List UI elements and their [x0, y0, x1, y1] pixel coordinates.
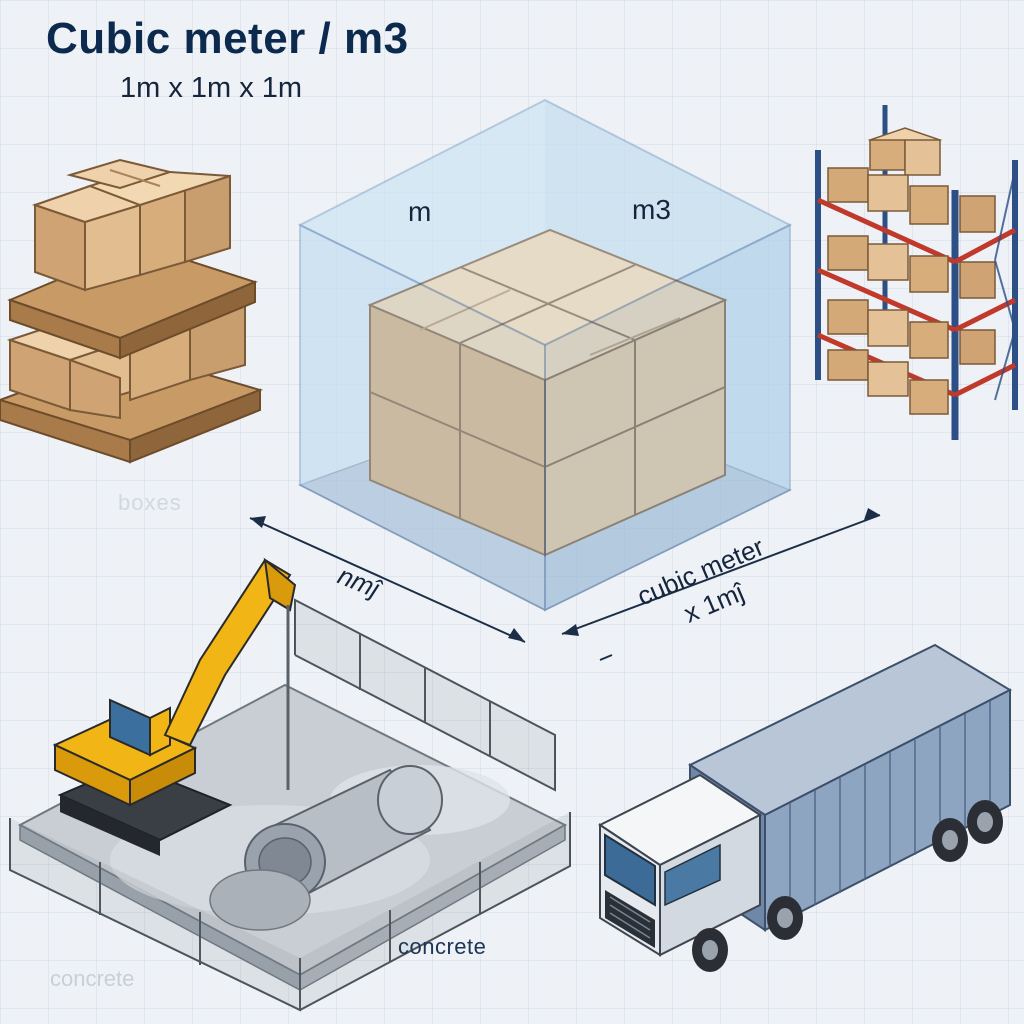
- construction-site-illustration: [9, 557, 571, 1012]
- faded-concrete-label: concrete: [50, 966, 135, 991]
- container-truck: [598, 643, 1013, 972]
- concrete-label: concrete: [398, 934, 487, 959]
- cubic-meter-cube: [249, 98, 881, 661]
- pallet-stack-illustration: [0, 158, 264, 464]
- cube-label-right: m3: [632, 194, 671, 225]
- concrete-mixer-drum: [209, 765, 443, 931]
- cube-label-left: m: [408, 196, 432, 227]
- warehouse-rack-illustration: [815, 105, 1018, 440]
- dimensions-subtitle: 1m x 1m x 1m: [120, 72, 303, 104]
- faded-boxes-label: boxes: [118, 490, 182, 515]
- page-title: Cubic meter / m3: [46, 14, 409, 63]
- excavator: [52, 557, 297, 856]
